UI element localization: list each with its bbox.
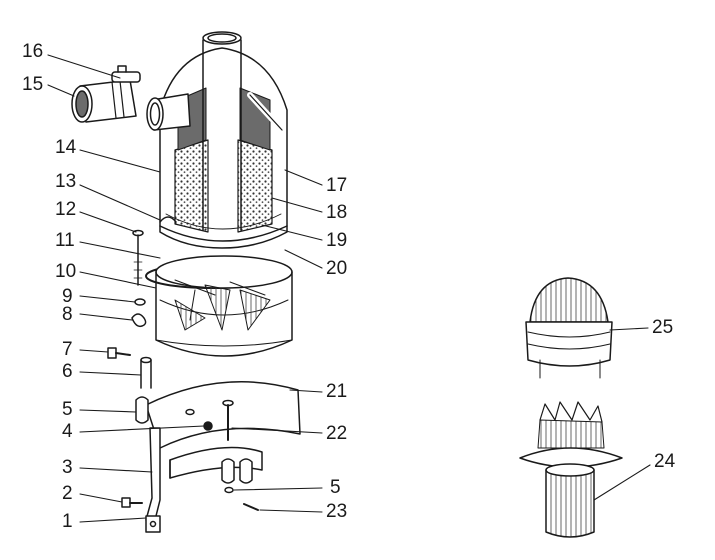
cotter-pin xyxy=(243,503,259,511)
label-2: 2 xyxy=(62,483,73,504)
screw xyxy=(107,347,131,359)
band-bolt xyxy=(222,399,234,441)
label-22: 22 xyxy=(326,423,348,444)
housing-body xyxy=(159,31,288,249)
label-5-upper: 5 xyxy=(62,399,73,420)
label-19: 19 xyxy=(326,230,348,251)
label-11: 11 xyxy=(55,230,75,251)
cyclone-tray xyxy=(155,255,293,357)
label-17: 17 xyxy=(326,175,348,196)
label-9: 9 xyxy=(62,286,73,307)
nut xyxy=(203,421,213,431)
label-21: 21 xyxy=(326,381,348,402)
label-24: 24 xyxy=(654,451,676,472)
label-13: 13 xyxy=(55,171,77,192)
pre-cleaner xyxy=(519,401,623,538)
label-6: 6 xyxy=(62,361,73,382)
label-16: 16 xyxy=(22,41,44,62)
label-8: 8 xyxy=(62,304,73,325)
label-15: 15 xyxy=(22,74,44,95)
label-5-lower: 5 xyxy=(330,477,341,498)
wing-nut xyxy=(131,313,147,328)
leader-lines xyxy=(47,54,651,523)
label-4: 4 xyxy=(62,421,73,442)
washer xyxy=(134,298,146,306)
bracket-bolt xyxy=(121,497,143,508)
hose xyxy=(71,79,137,123)
label-14: 14 xyxy=(55,137,77,158)
long-bolt xyxy=(132,229,144,286)
label-3: 3 xyxy=(62,457,73,478)
label-1: 1 xyxy=(62,511,73,532)
label-10: 10 xyxy=(55,261,77,282)
washer-lower xyxy=(224,486,234,494)
hose-clamp xyxy=(111,65,141,83)
clip xyxy=(159,216,177,223)
label-20: 20 xyxy=(326,258,348,279)
label-18: 18 xyxy=(326,202,348,223)
label-23: 23 xyxy=(326,501,348,522)
label-7: 7 xyxy=(62,339,73,360)
bracket xyxy=(145,427,161,533)
rain-cap xyxy=(525,277,613,379)
inlet-pipe xyxy=(146,93,191,131)
label-12: 12 xyxy=(55,199,77,220)
washer-upper xyxy=(185,408,195,416)
mounting-band xyxy=(145,381,301,479)
label-25: 25 xyxy=(652,317,674,338)
pin xyxy=(140,356,152,389)
